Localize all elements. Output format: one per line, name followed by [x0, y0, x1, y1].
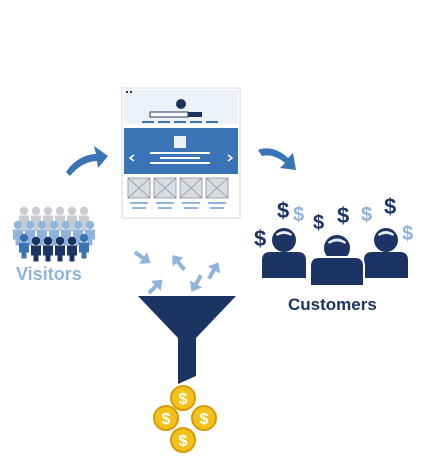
landing-page-icon	[121, 87, 241, 219]
svg-text:$: $	[179, 391, 188, 408]
visitors-group-icon	[13, 206, 95, 262]
svg-text:$: $	[402, 223, 413, 245]
svg-text:$: $	[254, 226, 266, 251]
customers-group-icon	[262, 228, 408, 287]
curved-arrow-icon	[258, 148, 296, 170]
coins-icon: $ $ $ $	[153, 385, 217, 453]
svg-text:$: $	[200, 411, 209, 428]
svg-text:$: $	[313, 212, 324, 234]
funnel-icon	[138, 296, 236, 384]
svg-text:$: $	[293, 204, 304, 226]
incoming-traffic-arrows	[133, 250, 221, 295]
svg-text:$: $	[337, 203, 349, 228]
svg-text:$: $	[384, 194, 396, 219]
svg-text:$: $	[162, 411, 171, 428]
svg-text:$: $	[361, 204, 372, 226]
customers-label: Customers	[288, 295, 377, 314]
curved-arrow-icon	[66, 146, 108, 176]
dollar-sign-icon: $ $ $ $ $ $ $ $	[254, 194, 413, 251]
visitors-label: Visitors	[16, 264, 82, 284]
svg-text:$: $	[277, 198, 289, 223]
svg-text:$: $	[179, 433, 188, 450]
